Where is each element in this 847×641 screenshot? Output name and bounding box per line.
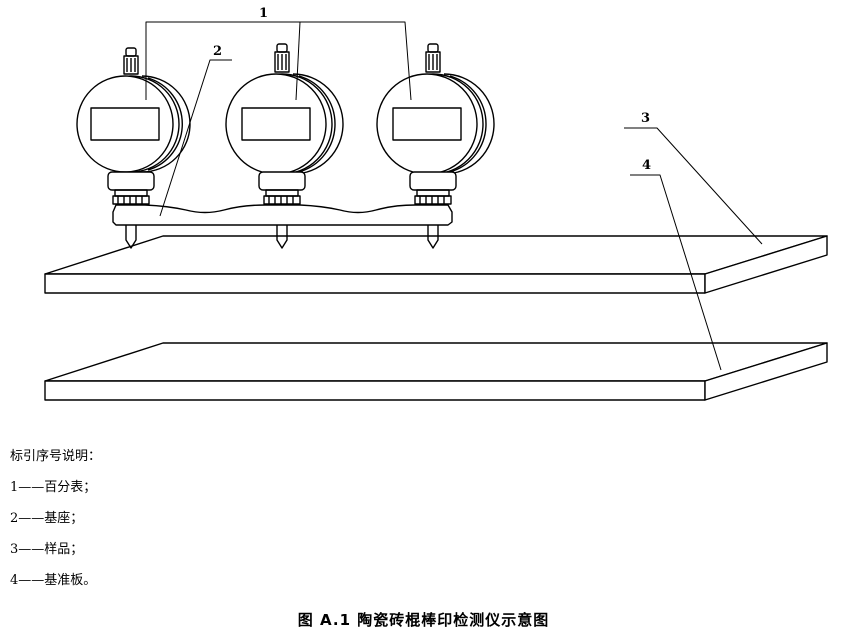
callout-2: 2 xyxy=(213,44,222,59)
legend-item: 3——样品； xyxy=(10,542,84,557)
sample-tile xyxy=(44,235,828,294)
dial-gauge-left xyxy=(76,47,191,249)
reference-plate xyxy=(44,342,828,401)
dial-gauge-middle xyxy=(225,43,344,249)
gauge-base xyxy=(112,204,453,226)
dial-gauge-right xyxy=(376,43,495,249)
callout-1: 1 xyxy=(259,6,268,21)
callout-4: 4 xyxy=(642,158,651,173)
legend-title: 标引序号说明： xyxy=(10,449,102,464)
legend-item: 4——基准板。 xyxy=(10,573,97,588)
figure-caption: 图 A.1 陶瓷砖棍棒印检测仪示意图 xyxy=(297,611,550,629)
callout-3: 3 xyxy=(641,111,650,126)
legend: 标引序号说明： 1——百分表； 2——基座； 3——样品； 4——基准板。 xyxy=(10,441,101,596)
legend-item: 1——百分表； xyxy=(10,480,97,495)
leader-lines xyxy=(145,21,763,371)
legend-item: 2——基座； xyxy=(10,511,84,526)
